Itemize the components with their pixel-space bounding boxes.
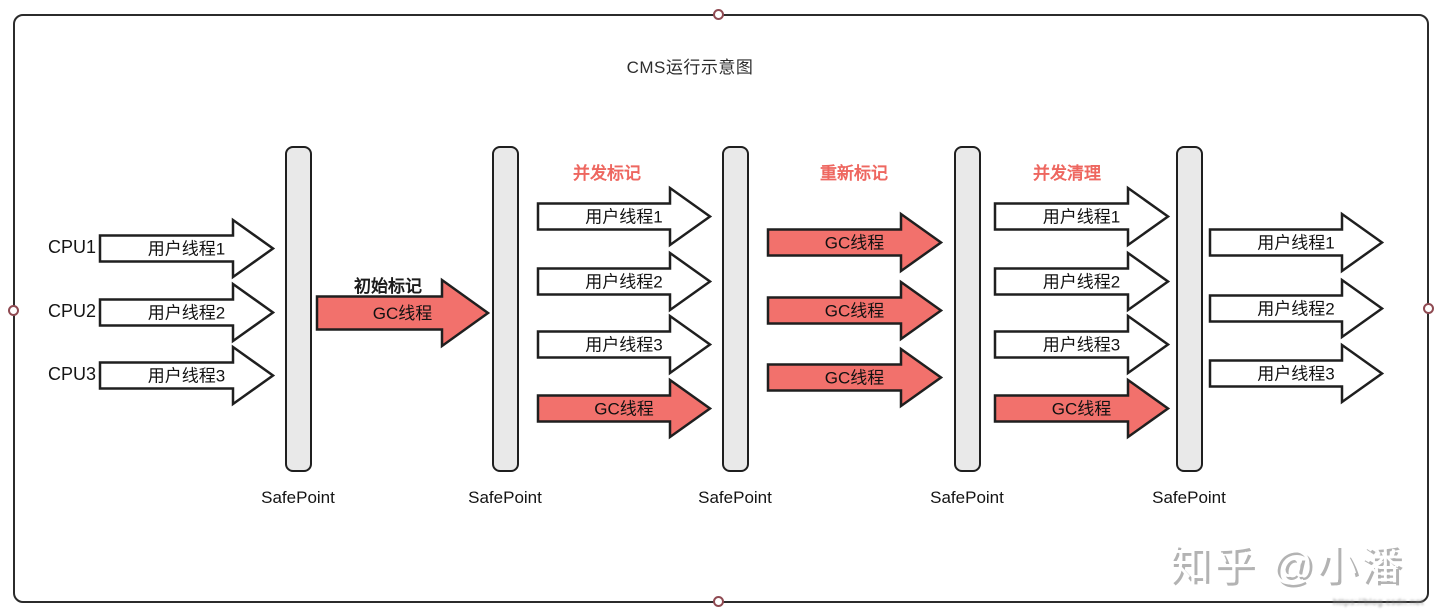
user-thread-arrow: 用户线程1 bbox=[536, 185, 713, 247]
connector-handle-top bbox=[712, 8, 724, 20]
arrow-shape bbox=[536, 250, 713, 312]
arrow-shape bbox=[993, 250, 1171, 312]
phase-label: 并发标记 bbox=[573, 164, 641, 183]
user-thread-arrow: 用户线程2 bbox=[993, 250, 1171, 312]
safepoint-label: SafePoint bbox=[261, 488, 335, 507]
cpu-label: CPU1 bbox=[48, 237, 97, 257]
arrow-label: 用户线程3 bbox=[148, 366, 225, 385]
arrow-shape bbox=[536, 313, 713, 375]
arrow-shape bbox=[766, 279, 944, 341]
arrow-shape bbox=[536, 185, 713, 247]
user-thread-arrow: 用户线程1 bbox=[1208, 211, 1385, 273]
arrow-shape bbox=[993, 377, 1171, 439]
cpu-label: CPU2 bbox=[48, 301, 97, 321]
arrow-shape bbox=[993, 185, 1171, 247]
arrow-label: 用户线程3 bbox=[585, 335, 662, 354]
arrow-shape bbox=[1208, 211, 1385, 273]
connector-handle-left bbox=[7, 304, 19, 316]
arrow-label: 用户线程3 bbox=[1257, 364, 1334, 383]
arrow-shape bbox=[315, 277, 491, 349]
arrow-shape bbox=[766, 346, 944, 408]
gc-thread-arrow: GC线程 bbox=[766, 211, 944, 273]
phase-label: 重新标记 bbox=[820, 164, 888, 183]
arrow-label: GC线程 bbox=[825, 368, 885, 387]
user-thread-arrow: 用户线程1 bbox=[993, 185, 1171, 247]
fine-print-watermark: https://blog.csdn.net bbox=[1332, 597, 1424, 607]
safepoint-bar bbox=[492, 146, 519, 472]
gc-thread-arrow: GC线程 bbox=[993, 377, 1171, 439]
safepoint-bar bbox=[722, 146, 749, 472]
arrow-label: 用户线程2 bbox=[1257, 299, 1334, 318]
user-thread-arrow: 用户线程3 bbox=[1208, 342, 1385, 404]
arrow-label: GC线程 bbox=[825, 233, 885, 252]
safepoint-bar bbox=[1176, 146, 1203, 472]
gc-thread-arrow: GC线程 bbox=[315, 277, 491, 349]
user-thread-arrow: 用户线程2 bbox=[536, 250, 713, 312]
arrow-shape bbox=[766, 211, 944, 273]
arrow-label: 用户线程1 bbox=[1043, 207, 1120, 226]
arrow-label: GC线程 bbox=[594, 399, 654, 418]
diagram-title: CMS运行示意图 bbox=[626, 58, 754, 77]
arrow-label: GC线程 bbox=[1052, 399, 1112, 418]
arrow-shape bbox=[1208, 342, 1385, 404]
arrow-shape bbox=[536, 377, 713, 439]
arrow-label: GC线程 bbox=[373, 304, 433, 323]
gc-thread-arrow: GC线程 bbox=[766, 346, 944, 408]
safepoint-label: SafePoint bbox=[930, 488, 1004, 507]
arrow-shape bbox=[993, 313, 1171, 375]
arrow-label: GC线程 bbox=[825, 301, 885, 320]
gc-thread-arrow: GC线程 bbox=[766, 279, 944, 341]
arrow-label: 用户线程1 bbox=[1257, 233, 1334, 252]
safepoint-label: SafePoint bbox=[1152, 488, 1226, 507]
arrow-label: 用户线程2 bbox=[148, 303, 225, 322]
arrow-label: 用户线程1 bbox=[148, 239, 225, 258]
safepoint-bar bbox=[954, 146, 981, 472]
arrow-label: 用户线程2 bbox=[585, 272, 662, 291]
arrow-shape bbox=[98, 217, 276, 279]
safepoint-label: SafePoint bbox=[468, 488, 542, 507]
cpu-label: CPU3 bbox=[48, 364, 97, 384]
safepoint-bar bbox=[285, 146, 312, 472]
safepoint-label: SafePoint bbox=[698, 488, 772, 507]
arrow-label: 用户线程1 bbox=[585, 207, 662, 226]
user-thread-arrow: 用户线程1 bbox=[98, 217, 276, 279]
user-thread-arrow: 用户线程3 bbox=[993, 313, 1171, 375]
connector-handle-bottom bbox=[712, 595, 724, 607]
arrow-shape bbox=[98, 344, 276, 406]
user-thread-arrow: 用户线程3 bbox=[536, 313, 713, 375]
user-thread-arrow: 用户线程2 bbox=[1208, 277, 1385, 339]
arrow-shape bbox=[98, 281, 276, 343]
user-thread-arrow: 用户线程3 bbox=[98, 344, 276, 406]
phase-label: 并发清理 bbox=[1033, 164, 1101, 183]
gc-thread-arrow: GC线程 bbox=[536, 377, 713, 439]
phase-label: 初始标记 bbox=[354, 277, 422, 296]
arrow-label: 用户线程2 bbox=[1043, 272, 1120, 291]
zhihu-watermark: 知乎 @小潘 bbox=[1168, 542, 1404, 588]
arrow-shape bbox=[1208, 277, 1385, 339]
arrow-label: 用户线程3 bbox=[1043, 335, 1120, 354]
user-thread-arrow: 用户线程2 bbox=[98, 281, 276, 343]
connector-handle-right bbox=[1422, 302, 1434, 314]
